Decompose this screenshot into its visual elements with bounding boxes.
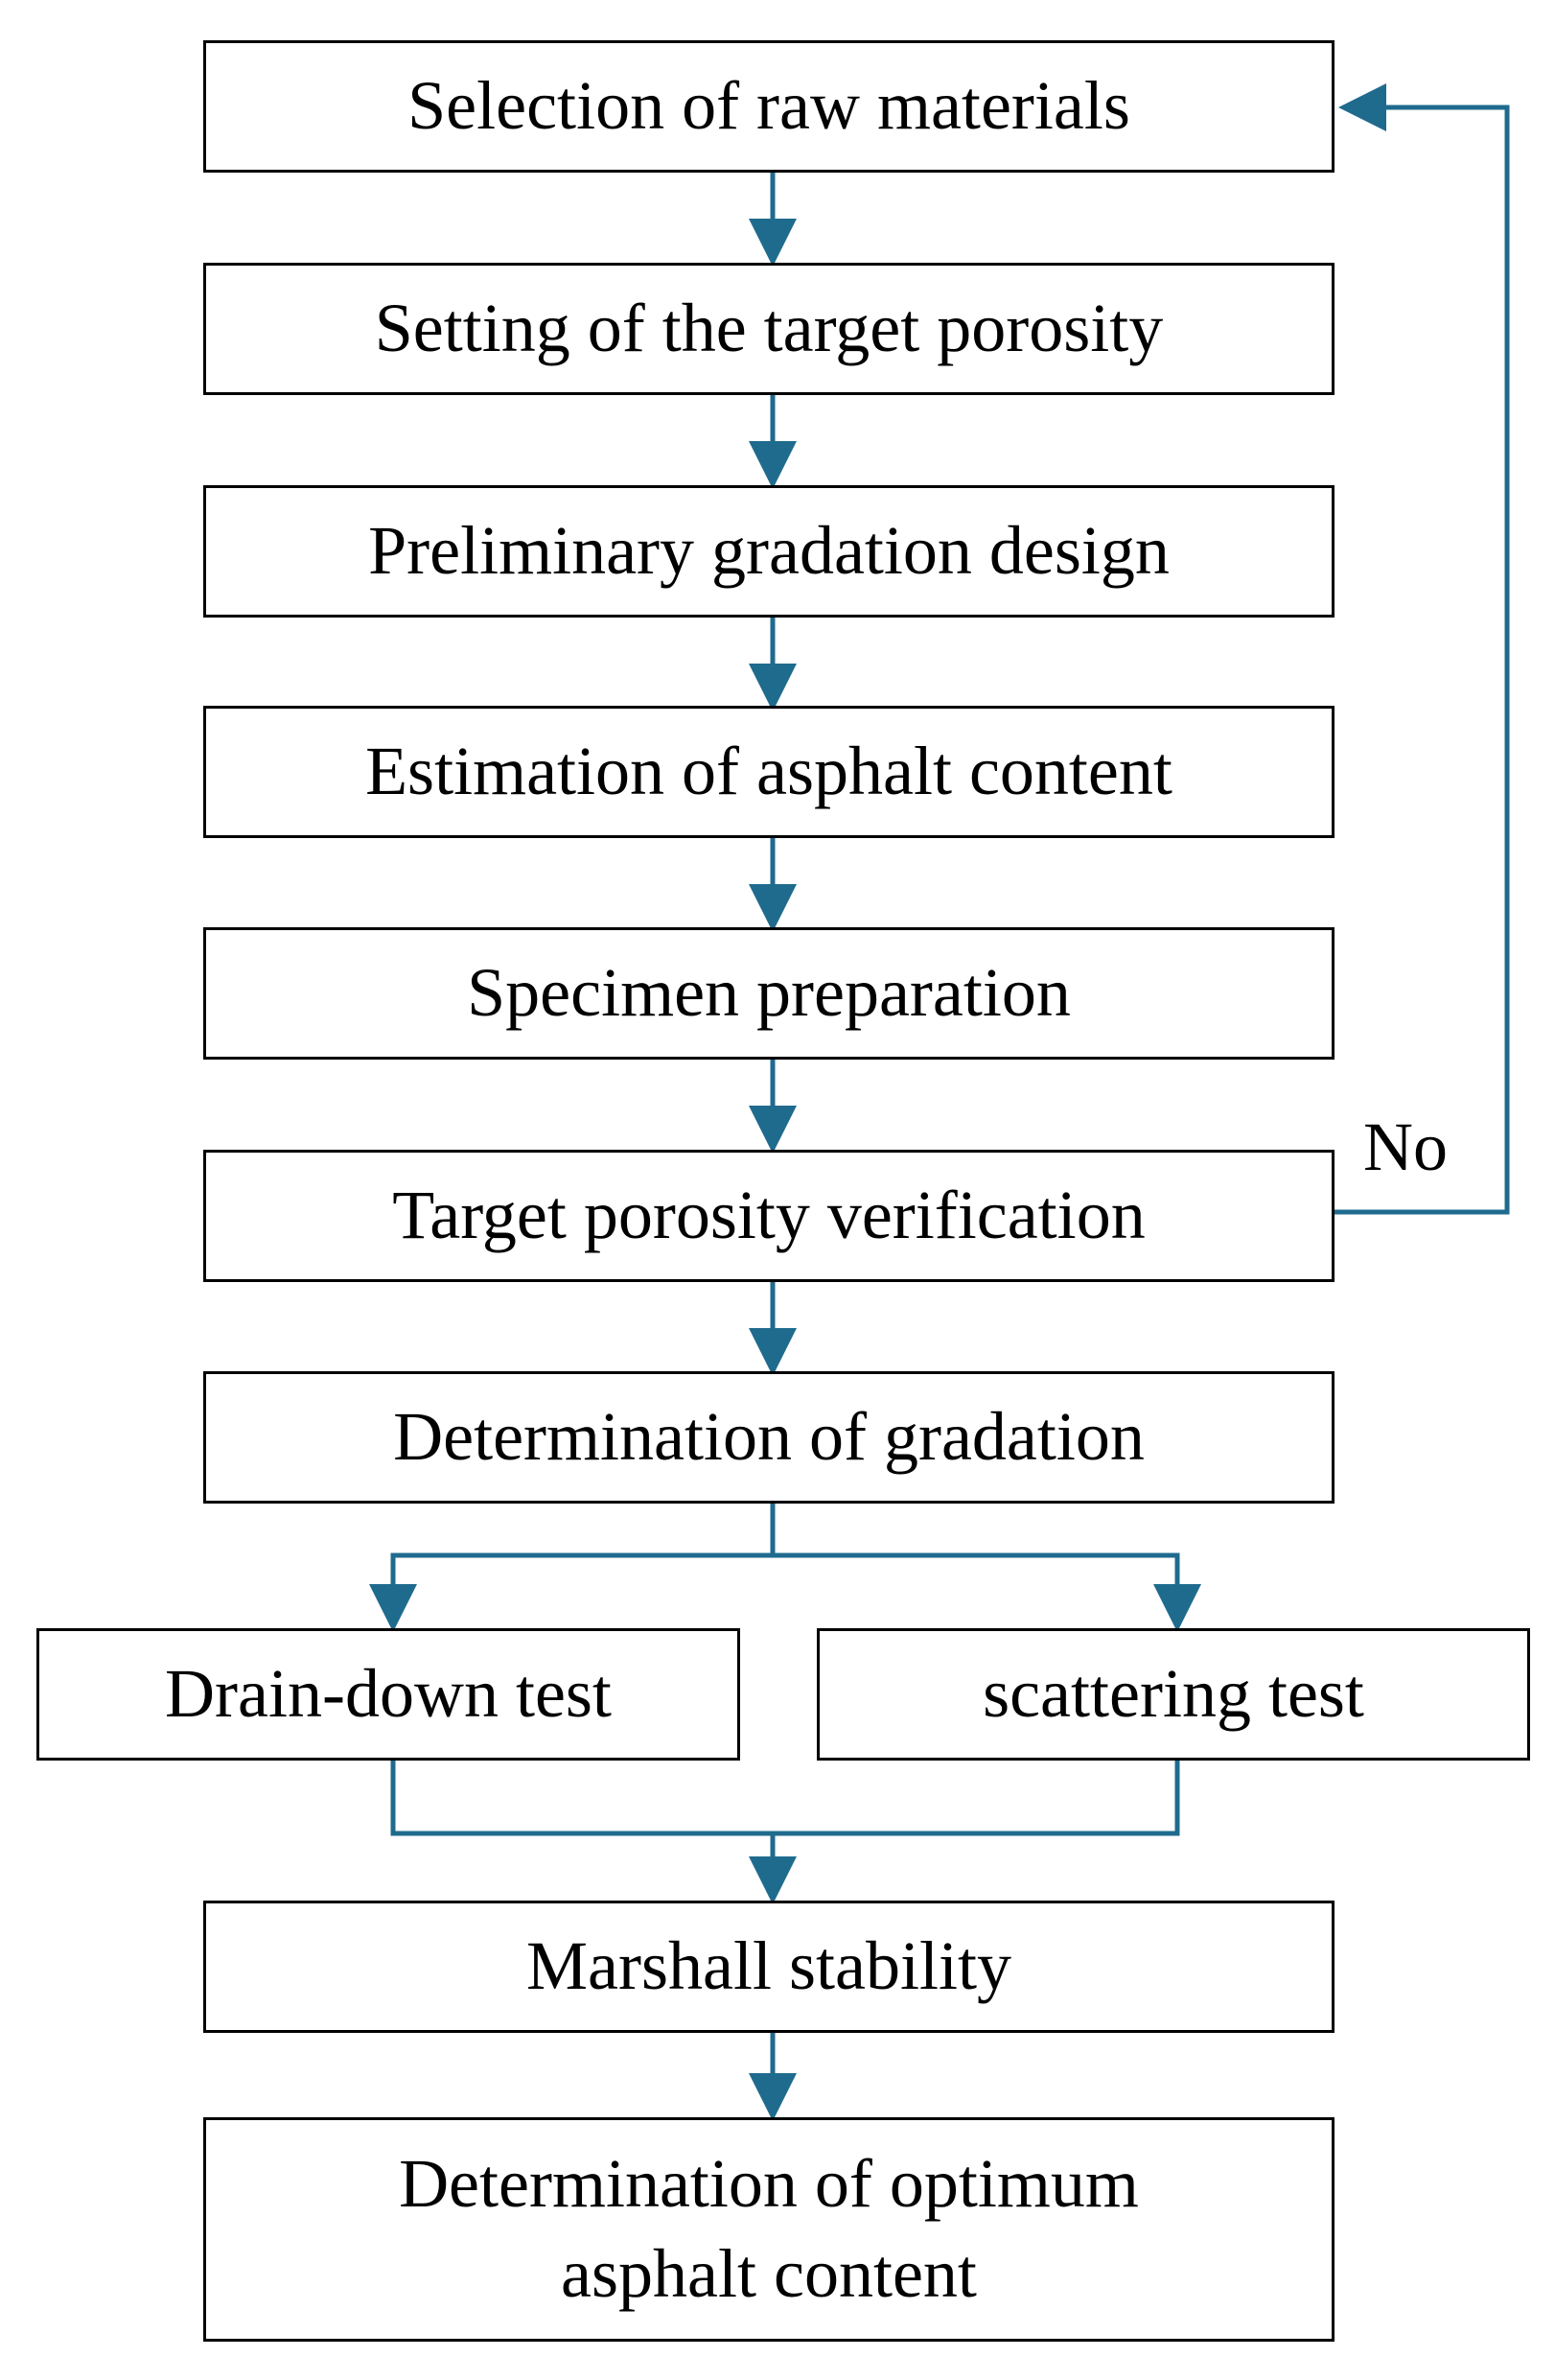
- step-label: Marshall stability: [526, 1927, 1011, 2005]
- step-scattering-test: scattering test: [817, 1628, 1530, 1761]
- feedback-label-no: No: [1363, 1108, 1448, 1185]
- step-label: Target porosity verification: [392, 1177, 1146, 1254]
- step-label: Specimen preparation: [467, 954, 1071, 1032]
- step-label: Drain-down test: [165, 1655, 612, 1733]
- step-label: Determination of gradation: [393, 1398, 1145, 1476]
- step-target-porosity-verification: Target porosity verification: [203, 1150, 1335, 1282]
- step-selection-of-raw-materials: Selection of raw materials: [203, 40, 1335, 173]
- step-estimation-of-asphalt-content: Estimation of asphalt content: [203, 706, 1335, 838]
- step-determination-of-optimum-asphalt-content: Determination of optimum asphalt content: [203, 2117, 1335, 2342]
- step-setting-target-porosity: Setting of the target porosity: [203, 263, 1335, 395]
- merge-line-tests: [390, 1761, 1180, 1836]
- step-label: Preliminary gradation design: [368, 512, 1170, 590]
- step-marshall-stability: Marshall stability: [203, 1901, 1335, 2033]
- step-label: scattering test: [983, 1655, 1364, 1733]
- step-preliminary-gradation-design: Preliminary gradation design: [203, 485, 1335, 618]
- step-label: Selection of raw materials: [407, 67, 1130, 145]
- arrow-gradation-to-drain-down: [369, 1504, 776, 1632]
- step-label: Estimation of asphalt content: [365, 733, 1172, 810]
- feedback-loop-no: [1335, 83, 1510, 1215]
- arrow-gradation-to-scattering: [773, 1552, 1201, 1632]
- step-specimen-preparation: Specimen preparation: [203, 927, 1335, 1060]
- step-label: Setting of the target porosity: [374, 290, 1164, 367]
- step-label: Determination of optimum asphalt content: [399, 2145, 1139, 2312]
- step-determination-of-gradation: Determination of gradation: [203, 1371, 1335, 1504]
- step-drain-down-test: Drain-down test: [36, 1628, 740, 1761]
